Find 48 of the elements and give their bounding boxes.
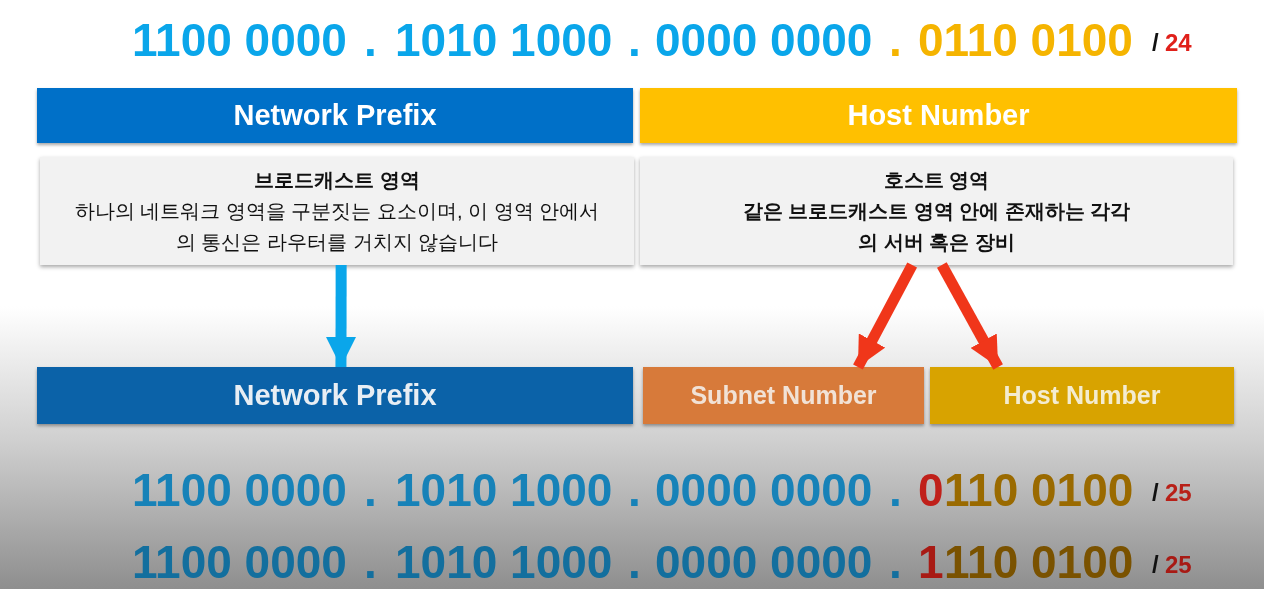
binary-octet-text: . [364, 539, 377, 585]
header-bar [930, 367, 1234, 424]
binary-octet-text: 110 0100 [944, 467, 1134, 513]
header-label: Network Prefix [233, 379, 437, 412]
binary-octet-text: 1100 0000 [132, 467, 347, 513]
prefix-length: 25 [1165, 553, 1192, 577]
binary-octet-text: 0110 0100 [918, 17, 1133, 63]
header-label: Host Number [1003, 381, 1161, 410]
description-card [640, 157, 1233, 265]
binary-octet-text: 1010 1000 [395, 539, 613, 585]
description-card [40, 157, 634, 265]
card-description: 같은 브로드캐스트 영역 안에 존재하는 각각의 서버 혹은 장비 [741, 198, 1132, 255]
binary-octet-text: . [628, 17, 641, 63]
header-label: Network Prefix [233, 99, 437, 132]
binary-octet-text: 1010 1000 [395, 17, 613, 63]
binary-octet-text: . [364, 17, 377, 63]
binary-octet-text: 110 0100 [944, 539, 1134, 585]
prefix-length: / [1152, 31, 1159, 55]
header-bar [640, 88, 1237, 143]
header-bar [37, 88, 633, 143]
arrow [853, 262, 918, 370]
binary-octet-text: . [889, 17, 902, 63]
prefix-length: / [1152, 553, 1159, 577]
card-heading: 호스트 영역 [883, 167, 990, 193]
prefix-length: / [1152, 481, 1159, 505]
prefix-length: 24 [1165, 31, 1192, 55]
binary-octet-text: 0000 0000 [655, 539, 873, 585]
card-description: 하나의 네트워크 영역을 구분짓는 요소이며, 이 영역 안에서의 통신은 라우터를 거치지 않습니다 [73, 198, 601, 255]
binary-octet-text: 1010 1000 [395, 467, 613, 513]
binary-octet-text: . [628, 467, 641, 513]
binary-octet-text: . [889, 467, 902, 513]
header-label: Subnet Number [690, 381, 877, 410]
prefix-length: 25 [1165, 481, 1192, 505]
arrow [326, 265, 356, 367]
header-label: Host Number [847, 99, 1030, 132]
binary-octet-text: 0000 0000 [655, 17, 873, 63]
binary-octet-text: 1100 0000 [132, 539, 347, 585]
binary-octet-text: . [628, 539, 641, 585]
card-heading: 브로드캐스트 영역 [254, 167, 420, 193]
binary-octet-text: . [364, 467, 377, 513]
binary-octet-text: 1 [918, 539, 944, 585]
binary-octet-text: 0 [918, 467, 944, 513]
binary-octet-text: 1100 0000 [132, 17, 347, 63]
arrow [937, 262, 1003, 370]
binary-octet-text: 0000 0000 [655, 467, 873, 513]
subnet-bar [643, 367, 924, 424]
header-bar [37, 367, 633, 424]
binary-octet-text: . [889, 539, 902, 585]
